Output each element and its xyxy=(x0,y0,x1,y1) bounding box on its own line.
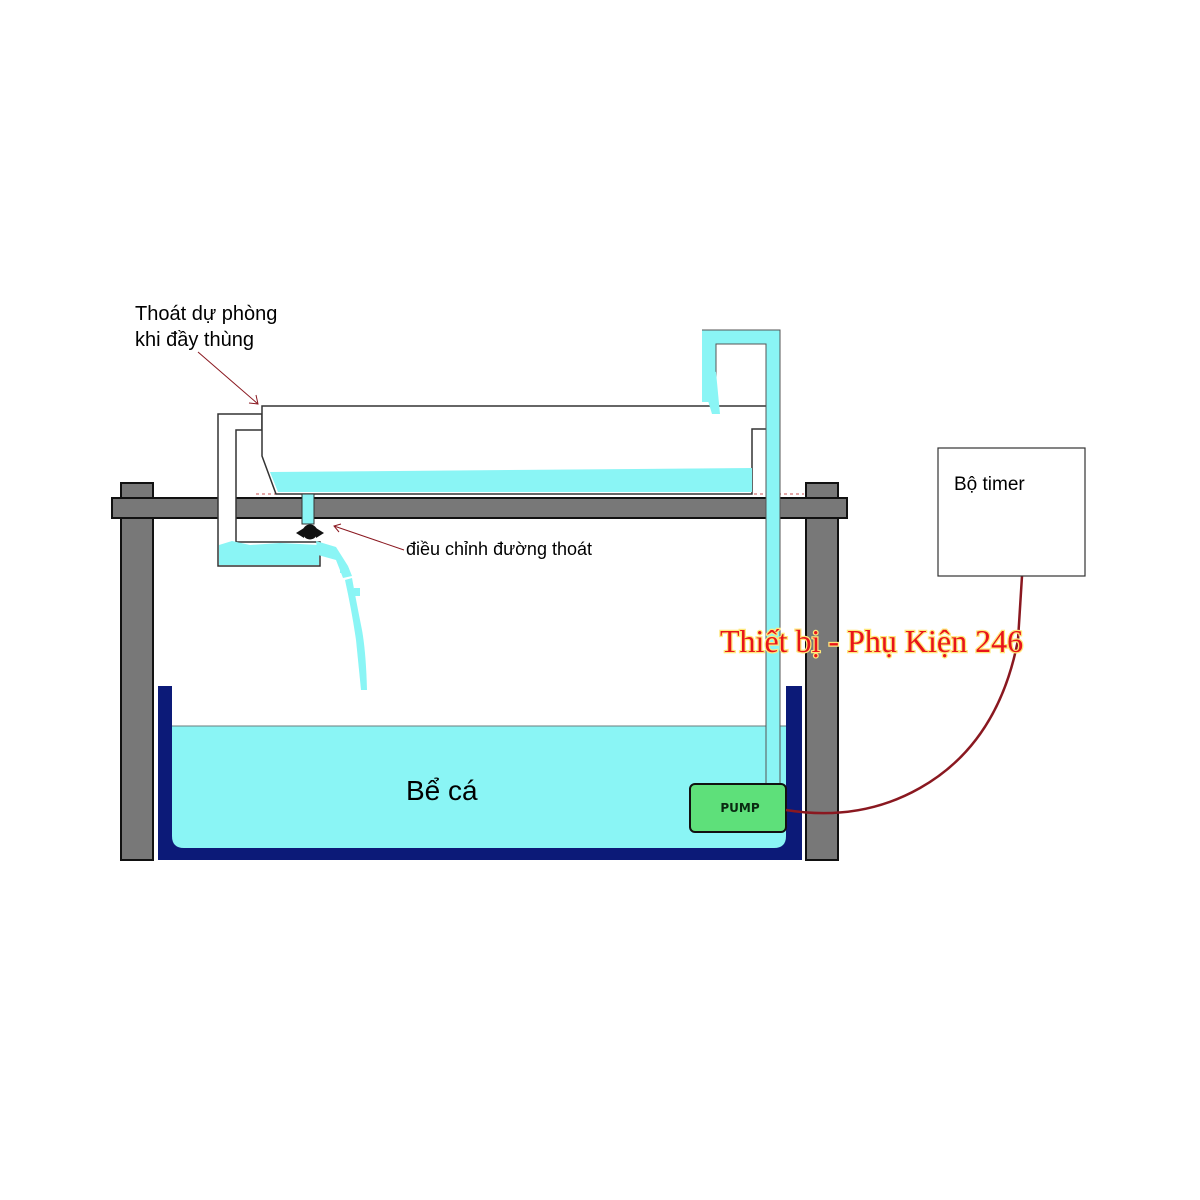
valve-icon xyxy=(296,524,324,540)
watermark-text: Thiết bị - Phụ Kiện 246 xyxy=(720,623,1023,659)
falling-water-stream xyxy=(345,578,367,690)
overflow-label-line1: Thoát dự phòng xyxy=(135,303,277,325)
overflow-arrow xyxy=(197,351,259,405)
drain-outflow xyxy=(316,541,367,690)
fish-tank xyxy=(158,686,802,860)
pump-label: PUMP xyxy=(720,801,759,815)
overflow-pipe xyxy=(217,413,321,567)
grow-bed-water xyxy=(270,468,752,492)
timer-label: Bộ timer xyxy=(954,474,1025,495)
timer-box xyxy=(937,447,1086,577)
grow-bed xyxy=(261,405,773,525)
fish-tank-label: Bể cá xyxy=(406,775,478,806)
overflow-pipe-water xyxy=(219,541,319,565)
fish-tank-water xyxy=(172,726,786,848)
pump xyxy=(689,783,787,833)
overflow-label-line2: khi đầy thùng xyxy=(135,329,254,351)
valve-label: điều chỉnh đường thoát xyxy=(406,539,592,559)
timer-cable xyxy=(785,575,1024,815)
stand-shelf xyxy=(111,497,848,519)
stand-leg-left xyxy=(120,482,154,861)
grow-bed-drain-pipe xyxy=(301,493,315,525)
stand-frame xyxy=(111,482,848,861)
return-pipe-spout-water xyxy=(706,366,720,414)
pump-return-pipe xyxy=(702,329,781,789)
valve-arrow xyxy=(333,523,405,551)
stand-leg-right xyxy=(805,482,839,861)
